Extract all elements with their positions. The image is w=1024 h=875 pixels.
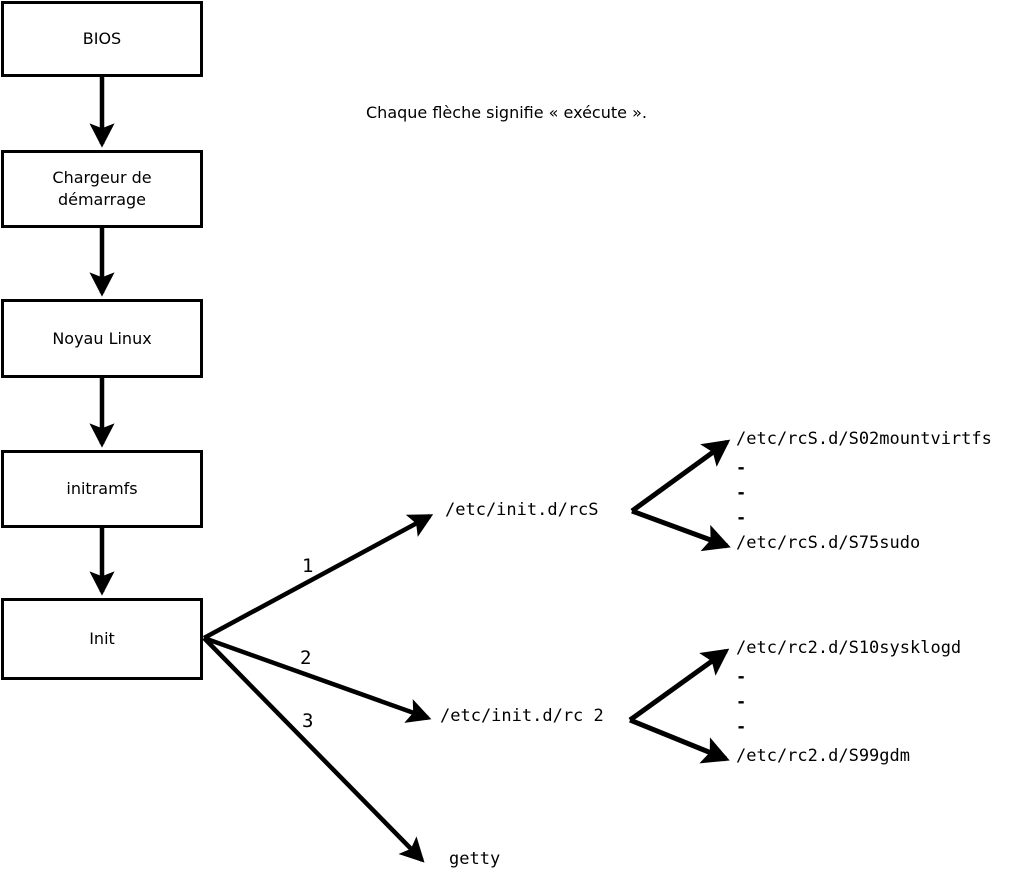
process-box-label: Noyau Linux (52, 328, 152, 348)
node-label-rc2-script: /etc/init.d/rc 2 (440, 706, 604, 726)
legend-note: Chaque flèche signifie « exécute ». (366, 103, 647, 122)
edge-number-3: 3 (302, 710, 314, 732)
ellipsis-dash: - (736, 667, 747, 687)
edge-number-1: 1 (302, 555, 314, 577)
node-label-rc2-first: /etc/rc2.d/S10sysklogd (736, 638, 962, 658)
arrow-rc2-to-first (628, 648, 730, 723)
arrow-rcs-to-first (630, 439, 731, 514)
node-label-rc2-last: /etc/rc2.d/S99gdm (736, 746, 910, 766)
node-label-rcs-first: /etc/rcS.d/S02mountvirtfs (736, 429, 992, 449)
process-box-kernel: Noyau Linux (1, 299, 203, 378)
process-box-bios: BIOS (1, 1, 203, 77)
process-box-init: Init (1, 598, 203, 680)
process-box-label: BIOS (82, 29, 122, 49)
ellipsis-dash: - (736, 458, 747, 478)
node-label-rcs-script: /etc/init.d/rcS (445, 500, 599, 520)
ellipsis-dash: - (736, 483, 747, 503)
ellipsis-dash: - (736, 717, 747, 737)
ellipsis-dash: - (736, 692, 747, 712)
node-label-getty: getty (449, 849, 501, 869)
arrow-init-to-rc2 (203, 635, 432, 723)
arrow-rc2-to-last (629, 717, 730, 764)
process-box-label: initramfs (66, 479, 138, 499)
process-box-label: Init (89, 629, 115, 649)
process-box-initramfs: initramfs (1, 450, 203, 528)
arrow-rcs-to-last (631, 508, 731, 552)
arrow-init-to-rcs (202, 514, 434, 640)
edge-number-2: 2 (300, 647, 312, 669)
ellipsis-dash: - (736, 508, 747, 528)
arrow-init-to-getty (202, 636, 425, 863)
node-label-rcs-last: /etc/rcS.d/S75sudo (736, 533, 921, 553)
